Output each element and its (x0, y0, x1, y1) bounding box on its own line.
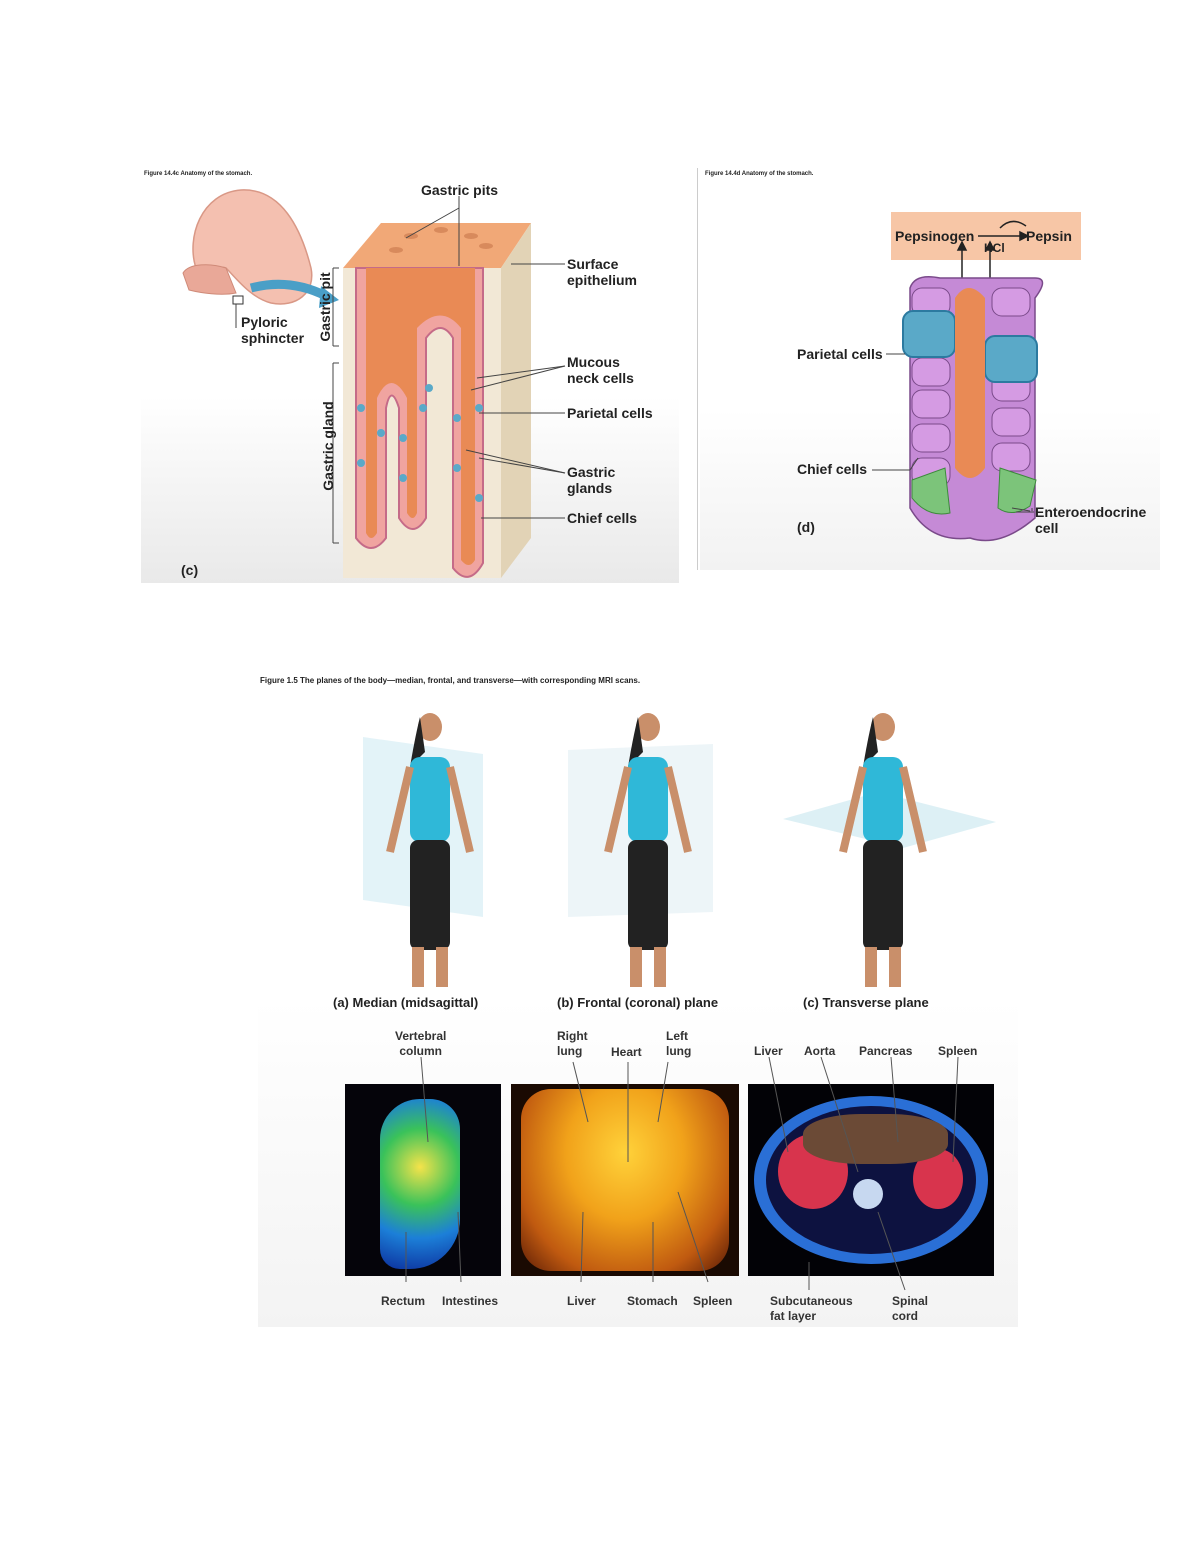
label-parietal-cells-c: Parietal cells (567, 405, 653, 421)
plane-label-median: (a) Median (midsagittal) (333, 995, 479, 1010)
mri-label-left-lung: Left lung (666, 1029, 692, 1058)
tissue-block (343, 223, 531, 578)
mri-label-intestines: Intestines (442, 1294, 499, 1308)
mri-label-spleen-frontal: Spleen (693, 1294, 733, 1308)
label-pyloric-sphincter: Pyloric sphincter (241, 314, 305, 346)
panel-divider (697, 168, 698, 570)
label-gastric-pit: Gastric pit (317, 272, 333, 342)
label-chief-cells-c: Chief cells (567, 510, 638, 526)
figure-caption-14-4c: Figure 14.4c Anatomy of the stomach. (144, 171, 253, 177)
label-hcl: HCl (984, 241, 1005, 255)
gastric-gland-illustration (182, 189, 566, 578)
mri-label-stomach: Stomach (627, 1294, 678, 1308)
gland-cell-illustration (872, 212, 1081, 542)
label-pepsin: Pepsin (1026, 228, 1072, 244)
label-parietal-cells-d: Parietal cells (797, 346, 883, 362)
mri-label-subcutaneous-fat: Subcutaneous fat layer (770, 1294, 853, 1323)
label-surface-epithelium: Surface epithelium (567, 256, 638, 288)
label-chief-cells-d: Chief cells (797, 461, 868, 477)
mri-label-spleen-transverse: Spleen (938, 1044, 978, 1058)
panel-body-planes: Figure 1.5 The planes of the body—median… (258, 672, 1018, 1327)
label-pepsinogen: Pepsinogen (895, 228, 975, 244)
plane-label-frontal: (b) Frontal (coronal) plane (557, 995, 719, 1010)
stomach-illustration (182, 189, 339, 308)
figure-people (386, 713, 927, 987)
panel-gastric-gland-section: Figure 14.4c Anatomy of the stomach. Gas… (141, 168, 679, 583)
mri-scan-transverse (748, 1084, 994, 1276)
mri-label-vertebral-column: Vertebral column (395, 1029, 447, 1058)
label-gastric-glands: Gastric glands (567, 464, 616, 496)
panel-letter-d: (d) (797, 519, 815, 535)
plane-label-transverse: (c) Transverse plane (803, 995, 929, 1010)
mri-label-aorta: Aorta (804, 1044, 836, 1058)
panel-letter-c: (c) (181, 562, 199, 578)
mri-label-liver-transverse: Liver (754, 1044, 783, 1058)
mri-label-spinal-cord: Spinal cord (892, 1294, 929, 1323)
mri-scan-median (345, 1084, 501, 1276)
label-mucous-neck-cells: Mucous neck cells (567, 354, 634, 386)
label-gastric-pits: Gastric pits (421, 182, 499, 198)
mri-label-right-lung: Right lung (557, 1029, 588, 1058)
figure-illustrations (363, 713, 996, 987)
label-gastric-gland: Gastric gland (320, 401, 336, 491)
figure-caption-1-5: Figure 1.5 The planes of the body—median… (260, 676, 641, 685)
mri-label-liver-frontal: Liver (567, 1294, 596, 1308)
mri-scan-frontal (511, 1084, 739, 1276)
panel-gastric-gland-cells: Figure 14.4d Anatomy of the stomach. Pep… (700, 168, 1160, 570)
leader-lines (235, 196, 566, 544)
mri-label-pancreas: Pancreas (859, 1044, 913, 1058)
label-enteroendocrine-cell: Enteroendocrine cell (1035, 504, 1147, 536)
figure-caption-14-4d: Figure 14.4d Anatomy of the stomach. (705, 171, 814, 177)
mri-label-heart: Heart (611, 1045, 642, 1059)
mri-label-rectum: Rectum (381, 1294, 426, 1308)
